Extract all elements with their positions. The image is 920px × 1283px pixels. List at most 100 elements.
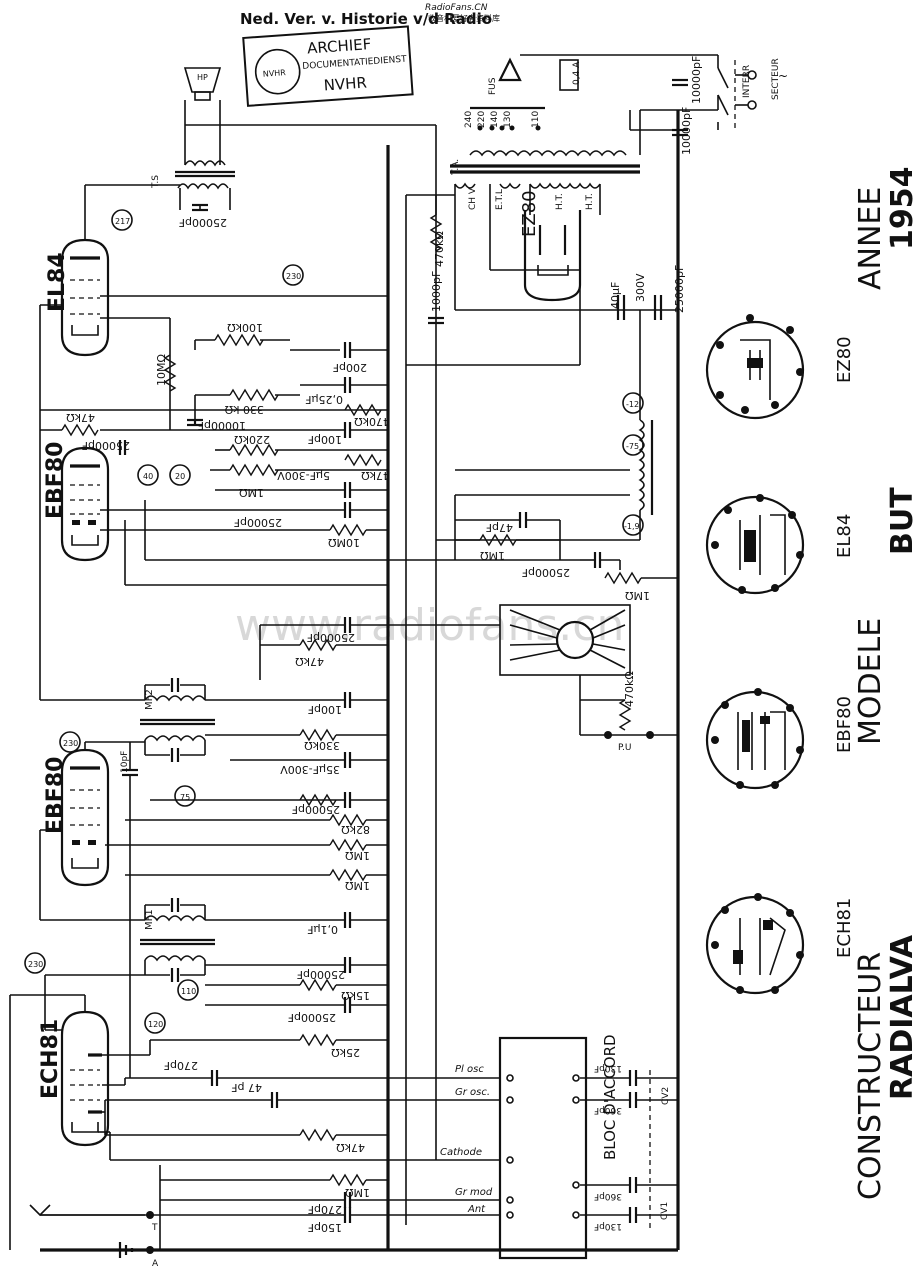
source-caption: Ned. Ver. v. Historie v/d Radio [240,10,492,28]
stamp-org: NVHR [323,74,367,95]
label-r-1m-d: 1MΩ [345,879,370,892]
test-point-110: 110 [177,979,199,1001]
svg-text:40: 40 [143,472,153,481]
base-ebf80 [705,688,805,790]
filter-choke-coil [638,419,645,511]
ht1-label: H.T. [555,193,565,210]
ebf80-top-valve [60,446,110,562]
label-r-47k-d: 47kΩ [336,1141,365,1154]
mf1-coil [144,915,206,922]
label-r-1m-pot: 1MΩ [625,589,650,602]
stamp-title: ARCHIEF [307,35,372,57]
svg-text:230: 230 [28,960,43,969]
waveband-switch [499,604,631,676]
secteur-label: SECTEUR [771,58,781,100]
mains-transformer: 240 220 140 130 110 FUS 0,4 A T.A. CH V … [450,54,718,210]
label-v-300: 300V [634,273,647,302]
el84-label: EL84 [45,252,70,312]
tap-130: 130 [503,111,513,128]
fuse-icon [498,57,522,82]
label-c-25000-d: 25000pF [522,566,570,579]
mains-c2-label: 10000pF [680,107,693,155]
annee-value: 1954 [885,167,920,251]
label-r-470k-mid: 470kΩ [354,415,390,428]
modele-label: MODELE [853,618,888,745]
label-c-200pf: 200pF [333,361,367,374]
label-c-270pf-a: 270pF [164,1059,198,1072]
interr-label: INTERR [742,65,752,98]
label-c-10000pf: 10000pF [198,419,246,432]
label-r-330k-b: 330kΩ [304,739,340,752]
test-point-m19: -1,9 [622,514,644,536]
pu-jack-a [604,731,612,739]
label-r-10m-b: 10MΩ [328,536,360,549]
test-point-20: 20 [169,464,191,486]
svg-text:-1,9: -1,9 [624,522,640,531]
stamp-logo-text: NVHR [263,68,287,79]
svg-text:217: 217 [115,217,130,226]
label-c-01uf: 0,1µF [307,923,338,936]
cv1-label: CV1 [660,1202,670,1220]
test-point-120: 120 [144,1012,166,1034]
base-el84-label: EL84 [834,514,855,558]
annee-label: ANNEE [853,187,888,290]
mains-primary-coil [469,150,627,157]
mf2-label: MF2 [144,689,155,710]
ez80-label: EZ80 [519,190,540,237]
label-r-1m-c: 1MΩ [345,849,370,862]
ebf80-bottom-valve [60,748,110,887]
label-r-1m-b: 1MΩ [480,549,505,562]
svg-text:230: 230 [286,272,301,281]
label-r-470k-pu: 470kΩ [623,671,636,707]
label-r-1m-a: 1MΩ [239,486,264,499]
label-c-25000-h: 25000pF [288,1011,336,1024]
label-r-10m: 10MΩ [155,354,168,386]
label-c-100pf-a: 100pF [308,433,342,446]
svg-text:75: 75 [180,793,190,802]
label-c-25000-c: 25000pF [673,265,686,313]
modele-value: BUT [885,487,920,555]
label-r-82k: 82kΩ [341,823,370,836]
test-point-230-a: 230 [282,264,304,286]
tap-240: 240 [464,111,474,128]
ta-label: T.A. [451,159,461,176]
svg-text:120: 120 [148,1020,163,1029]
label-r-47k: 47kΩ [66,411,95,424]
power-switch [717,55,757,130]
tap-110: 110 [531,111,541,128]
pu-jack-b [646,731,654,739]
cap-360pf-b: 360pF [594,1191,622,1201]
label-c-25000-a: 25000pF [82,439,130,452]
mf2-secondary-coil [144,735,206,742]
stamp-logo-icon [254,48,301,95]
pu-label: P.U [618,743,631,753]
label-r-1m-e: 1MΩ [345,1186,370,1199]
pin-gr-mod: Gr mod [455,1187,493,1198]
cap-360pf-a: 360pF [594,1105,622,1115]
ech81-valve [60,1010,110,1147]
archive-stamp: NVHR ARCHIEF DOCUMENTATIEDIENST NVHR [242,25,414,107]
label-c-1000pf: 1000pF [430,271,443,312]
label-c-25000-e: 25000pF [307,631,355,644]
etl-coil [499,182,521,189]
test-point-217: 217 [111,209,133,231]
gnd-a-label: A [152,1259,159,1269]
hp-label: HP [197,73,208,82]
label-c-100pf-b: 100pF [308,703,342,716]
ac-symbol: ~ [778,69,788,83]
pin-cathode: Cathode [440,1147,482,1158]
label-r-47k-b: 47kΩ [361,469,390,482]
mf1-label: MF1 [144,909,155,930]
cap-130pf-a: 130pF [594,1063,622,1073]
ech81-label: ECH81 [38,1019,63,1099]
constructeur-value: RADIALVA [885,934,920,1100]
label-c-35uf: 35µF-300V [280,763,340,776]
ht2-label: H.T. [585,193,595,210]
chv-label: CH V [468,187,478,210]
label-r-47k-c: 47kΩ [295,655,324,668]
bloc-accord: BLOC D'ACCORD Pl osc Gr osc. Cathode Gr … [440,1034,619,1260]
antenna-icon [29,1204,154,1219]
label-c-25000-b: 25000pF [234,516,282,529]
ts-primary-coil [184,160,226,167]
